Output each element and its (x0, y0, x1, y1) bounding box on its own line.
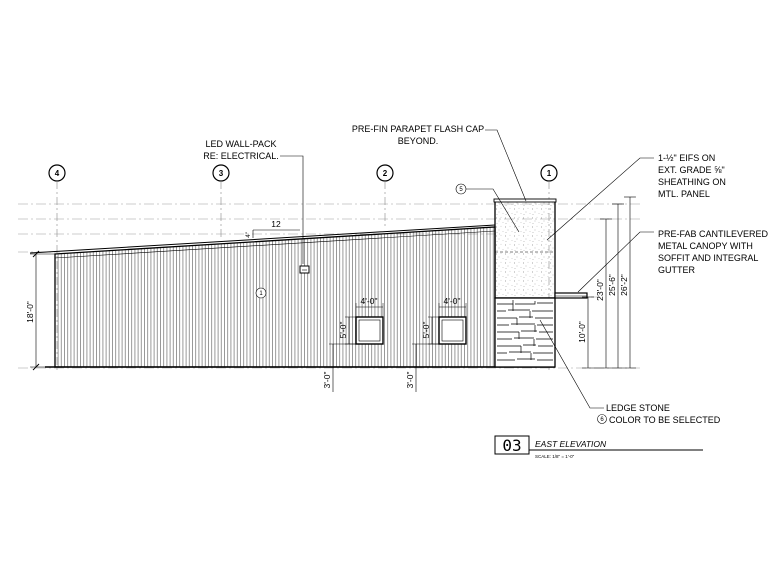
drawing-title-block: 03 EAST ELEVATION SCALE: 1/8" = 1'-0" (494, 435, 703, 459)
leader-stone (539, 319, 604, 409)
dim-slope-rise: 4" (246, 232, 252, 237)
dim-slope-run: 12 (271, 219, 281, 229)
roof-fascia-line (54, 230, 496, 259)
keynote-eifs: 5 (455, 183, 520, 233)
grid-label-4: 4 (55, 169, 60, 178)
keynote-stone-label: 6 (600, 417, 604, 423)
dim-height-23: 23'-0" (595, 279, 605, 301)
note-canopy-line-2: METAL CANOPY WITH (658, 241, 753, 251)
svg-text:4'-0": 4'-0" (361, 296, 378, 306)
metal-panel-wall (29, 224, 555, 368)
gridline-4: 4 (48, 164, 66, 372)
note-led-line-1: LED WALL-PACK (205, 139, 276, 149)
leader-canopy (577, 231, 654, 293)
note-stone-line-2: COLOR TO BE SELECTED (609, 415, 721, 425)
grid-label-2: 2 (383, 169, 388, 178)
dimension-window-2-width: 4'-0" (438, 296, 467, 317)
leader-parapet (485, 129, 527, 202)
svg-text:1: 1 (259, 291, 263, 297)
title-text: EAST ELEVATION (535, 439, 607, 449)
title-number-box (494, 435, 530, 455)
svg-text:4'-0": 4'-0" (444, 296, 461, 306)
title-number: 03 (502, 436, 521, 455)
note-led-wall-pack: LED WALL-PACK RE: ELECTRICAL. (203, 139, 304, 264)
entry-tower (493, 198, 557, 368)
note-eifs: 1-½" EIFS ON EXT. GRADE ⅝" SHEATHING ON … (546, 153, 726, 241)
dim-height-25: 25'-6" (607, 274, 617, 296)
note-canopy-line-4: GUTTER (658, 265, 695, 275)
dim-wall-height-text: 18'-0" (25, 301, 35, 323)
svg-text:5'-0": 5'-0" (421, 322, 431, 339)
window-2 (438, 316, 467, 345)
note-eifs-line-3: SHEATHING ON (658, 177, 726, 187)
dimension-wall-height: 18'-0" (25, 250, 56, 371)
note-eifs-line-4: MTL. PANEL (658, 189, 710, 199)
svg-text:3'-0": 3'-0" (322, 372, 332, 389)
ledge-stone-panel (494, 297, 556, 368)
ledge-stone-courses (497, 300, 553, 361)
note-parapet-cap: PRE-FIN PARAPET FLASH CAP BEYOND. (352, 124, 527, 202)
note-stone-line-1: LEDGE STONE (606, 403, 670, 413)
grid-label-3: 3 (219, 169, 224, 178)
gridline-2: 2 (376, 164, 394, 228)
roof-slope-line (29, 224, 496, 254)
keynote-stone (597, 414, 607, 424)
svg-text:5'-0": 5'-0" (338, 322, 348, 339)
note-eifs-line-1: 1-½" EIFS ON (658, 153, 715, 163)
dimension-window-1-width: 4'-0" (355, 296, 384, 317)
dimension-tower-heights (582, 196, 636, 369)
window-1-glass (358, 319, 381, 342)
dimension-sill-1: 3'-0" (322, 343, 356, 392)
note-parapet-line-2: BEYOND. (398, 136, 439, 146)
note-ledge-stone: LEDGE STONE 6 COLOR TO BE SELECTED (539, 319, 721, 425)
gridline-3: 3 (212, 164, 230, 240)
eifs-panel (494, 200, 556, 299)
leader-led (280, 155, 304, 264)
window-2-glass (441, 319, 464, 342)
svg-text:5: 5 (459, 187, 463, 193)
led-wall-pack-icon (299, 265, 310, 274)
dimension-sill-2: 3'-0" (405, 343, 439, 392)
note-canopy-line-3: SOFFIT AND INTEGRAL (658, 253, 758, 263)
canopy-body (554, 292, 588, 299)
window-1 (355, 316, 384, 345)
gridline-1: 1 (540, 164, 558, 372)
note-parapet-line-1: PRE-FIN PARAPET FLASH CAP (352, 124, 484, 134)
note-canopy-line-1: PRE-FAB CANTILEVERED (658, 229, 769, 239)
note-canopy: PRE-FAB CANTILEVERED METAL CANOPY WITH S… (577, 229, 769, 293)
keynote-panel: 1 (255, 287, 267, 299)
parapet-cap (493, 198, 557, 203)
metal-canopy (554, 292, 588, 299)
dimension-roof-slope: 12 4" (246, 219, 300, 238)
dim-height-10: 10'-0" (577, 321, 587, 343)
svg-text:3'-0": 3'-0" (405, 372, 415, 389)
dim-height-26: 26'-2" (619, 274, 629, 296)
gridline-group: 4 3 2 1 (48, 164, 558, 372)
leader-eifs (546, 157, 654, 241)
title-scale: SCALE: 1/8" = 1'-0" (535, 454, 575, 459)
note-led-line-2: RE: ELECTRICAL. (203, 151, 279, 161)
note-eifs-line-2: EXT. GRADE ⅝" (658, 165, 725, 175)
grid-label-1: 1 (547, 169, 552, 178)
